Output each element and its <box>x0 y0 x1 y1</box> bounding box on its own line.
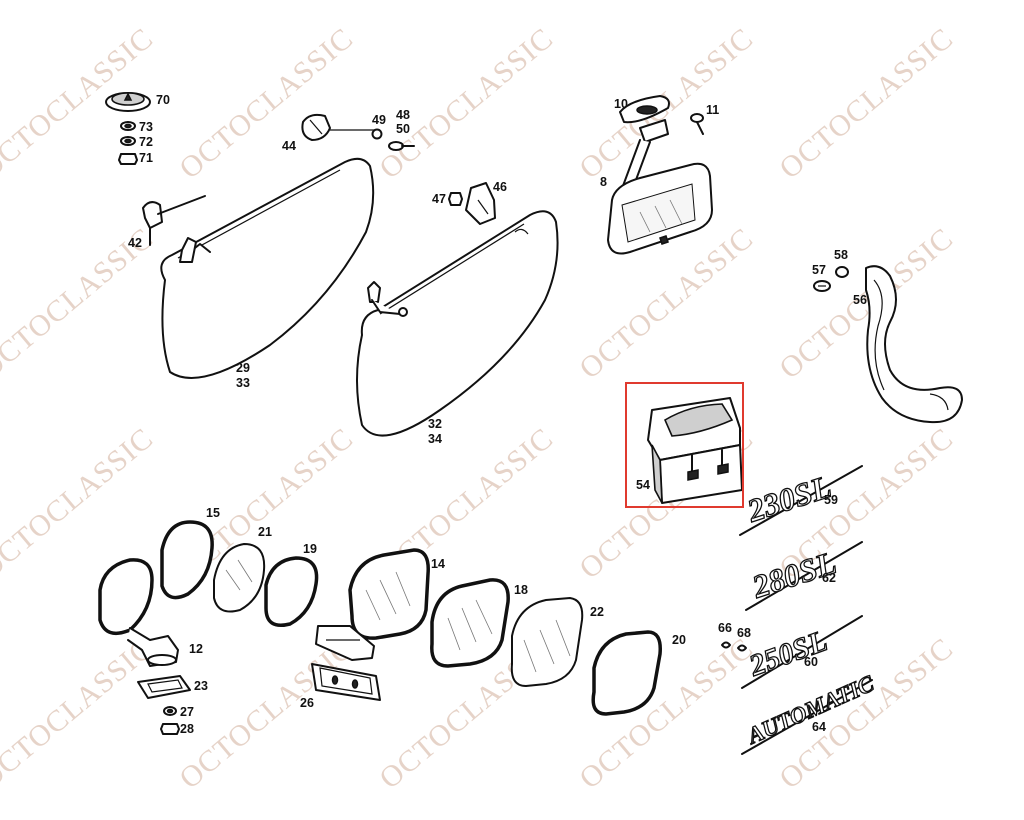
part-29-sun-visor-left <box>160 157 375 379</box>
part-42-visor-hinge <box>142 195 206 263</box>
badge-62-280sl: 280SL <box>745 541 863 611</box>
label-14: 14 <box>431 557 445 571</box>
label-68: 68 <box>737 626 751 640</box>
part-44-clip <box>301 113 376 141</box>
label-49: 49 <box>372 113 386 127</box>
label-12: 12 <box>189 642 203 656</box>
label-70: 70 <box>156 93 170 107</box>
part-48-screw <box>388 141 415 151</box>
part-visor-right-hinge <box>367 281 408 317</box>
label-56: 56 <box>853 293 867 307</box>
label-71: 71 <box>139 151 153 165</box>
part-20-mirror-ring <box>591 630 662 716</box>
label-33: 33 <box>236 376 250 390</box>
label-10: 10 <box>614 97 628 111</box>
label-46: 46 <box>493 180 507 194</box>
part-22-mirror-glass <box>510 597 584 687</box>
part-58-cap <box>835 266 849 278</box>
label-50: 50 <box>396 122 410 136</box>
label-57: 57 <box>812 263 826 277</box>
label-27: 27 <box>180 705 194 719</box>
label-20: 20 <box>672 633 686 647</box>
part-32-sun-visor-right <box>356 210 559 437</box>
part-47-nut <box>448 192 463 206</box>
watermark-text: OCTOCLASSIC <box>173 22 359 186</box>
part-21-mirror-glass <box>213 543 266 613</box>
part-46-bracket <box>465 182 496 225</box>
part-19-mirror-ring <box>264 556 319 627</box>
part-10-mirror-base <box>619 95 670 124</box>
part-18-mirror <box>430 578 510 668</box>
label-66: 66 <box>718 621 732 635</box>
part-11-screw <box>690 113 704 135</box>
part-72-washer <box>120 136 136 146</box>
label-18: 18 <box>514 583 528 597</box>
label-58: 58 <box>834 248 848 262</box>
label-64: 64 <box>812 720 826 734</box>
part-12-mirror-assembly <box>98 558 179 667</box>
part-15-mirror-gasket <box>160 520 214 600</box>
label-42: 42 <box>128 236 142 250</box>
label-32: 32 <box>428 417 442 431</box>
label-8: 8 <box>600 175 607 189</box>
label-72: 72 <box>139 135 153 149</box>
part-28-nut <box>160 723 180 735</box>
label-44: 44 <box>282 139 296 153</box>
watermark-text: OCTOCLASSIC <box>773 22 959 186</box>
part-49-washer <box>371 128 383 140</box>
badge-60-text: 250SL <box>744 624 831 683</box>
part-57-screw <box>813 280 831 292</box>
label-29: 29 <box>236 361 250 375</box>
highlight-box-54 <box>625 382 744 508</box>
watermark-text: OCTOCLASSIC <box>573 222 759 386</box>
part-23-gasket-plate <box>137 675 191 699</box>
label-15: 15 <box>206 506 220 520</box>
part-71-nut <box>118 153 138 165</box>
part-26-mirror-base-gasket <box>311 663 381 701</box>
label-62: 62 <box>822 571 836 585</box>
part-73-washer <box>120 121 136 131</box>
label-54: 54 <box>636 478 650 492</box>
badge-60-250sl: 250SL <box>741 615 863 689</box>
label-23: 23 <box>194 679 208 693</box>
watermark-text: OCTOCLASSIC <box>0 632 160 796</box>
part-27-washer <box>163 706 177 716</box>
part-54-ashtray <box>647 397 743 504</box>
label-21: 21 <box>258 525 272 539</box>
label-48: 48 <box>396 108 410 122</box>
label-26: 26 <box>300 696 314 710</box>
part-8-rear-view-mirror <box>607 119 713 255</box>
watermark-text: OCTOCLASSIC <box>173 632 359 796</box>
label-19: 19 <box>303 542 317 556</box>
part-70-star-emblem <box>105 92 151 112</box>
label-11: 11 <box>706 103 719 117</box>
watermark-text: OCTOCLASSIC <box>373 22 559 186</box>
label-47: 47 <box>432 192 446 206</box>
label-34: 34 <box>428 432 442 446</box>
label-60: 60 <box>804 655 818 669</box>
part-14-mirror <box>315 548 430 661</box>
label-59: 59 <box>824 493 838 507</box>
part-labels: 70 73 72 71 44 49 48 50 10 11 8 42 47 46… <box>128 93 867 736</box>
part-56-grab-handle <box>865 265 963 424</box>
label-28: 28 <box>180 722 194 736</box>
part-66-68-clips <box>721 641 747 652</box>
label-22: 22 <box>590 605 604 619</box>
label-73: 73 <box>139 120 153 134</box>
